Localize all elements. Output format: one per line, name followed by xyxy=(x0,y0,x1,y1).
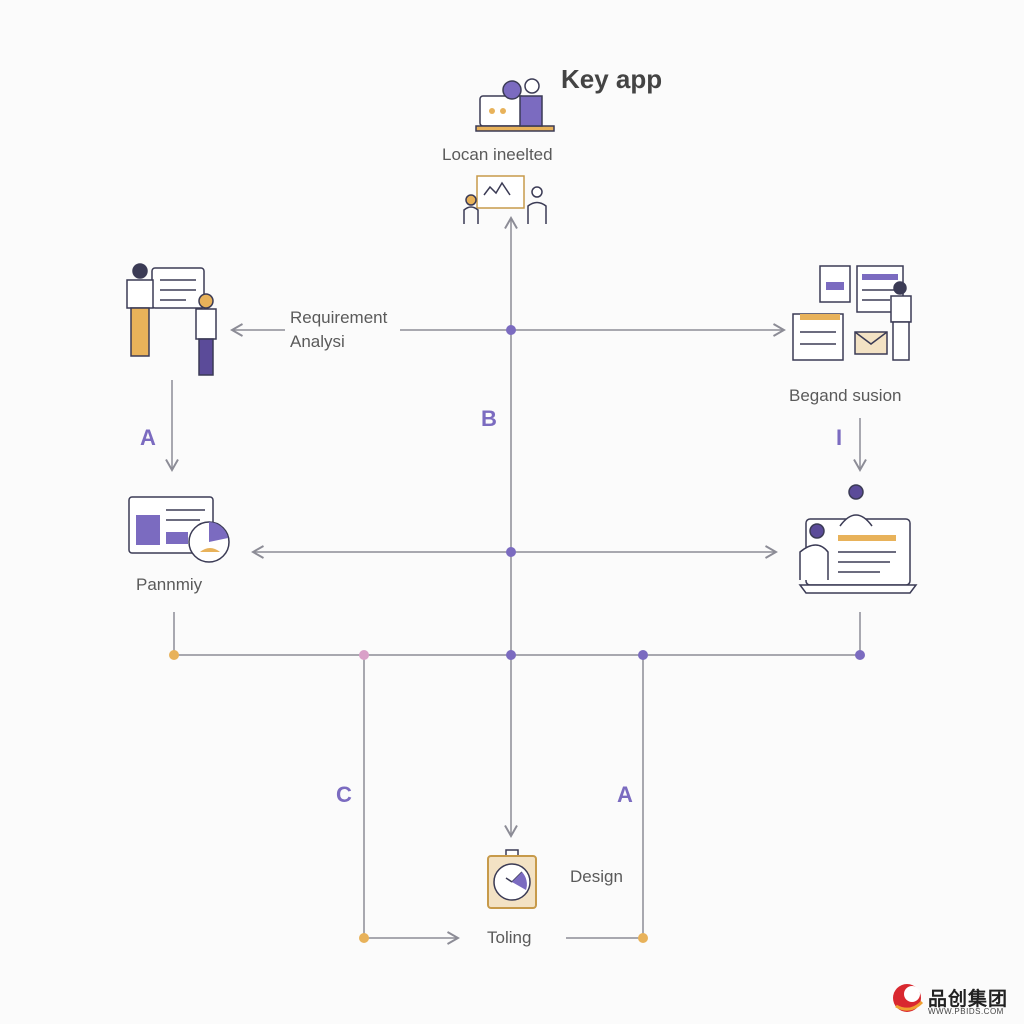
watermark-sub: WWW.PBIDS.COM xyxy=(928,1007,1004,1016)
junction-dots xyxy=(169,325,865,943)
watermark: 品创集团 WWW.PBIDS.COM xyxy=(890,982,1015,1020)
letter-left-arrow: A xyxy=(140,425,156,450)
requirement-line-1: Requirement xyxy=(290,308,388,327)
right-caption: Begand susion xyxy=(789,386,902,405)
letter-lower-right: A xyxy=(617,782,633,807)
laptop-chat-icon xyxy=(475,78,555,132)
documents-person-icon xyxy=(792,265,912,361)
design-label: Design xyxy=(570,867,623,886)
requirement-analysis-label: Requirement Analysi xyxy=(290,306,387,354)
brand-logo-icon xyxy=(893,984,924,1012)
toling-label: Toling xyxy=(487,928,532,947)
top-caption: Locan ineelted xyxy=(442,145,553,164)
chart-report-icon xyxy=(128,496,230,563)
clock-icon xyxy=(487,849,537,909)
people-discussion-icon xyxy=(126,263,217,376)
team-board-icon xyxy=(463,175,547,224)
letter-lower-left: C xyxy=(336,782,352,807)
letter-center-vertical: B xyxy=(481,406,497,431)
requirement-line-2: Analysi xyxy=(290,332,345,351)
watermark-main: 品创集团 xyxy=(928,989,1009,1010)
team-laptop-icon xyxy=(798,484,918,594)
left-caption: Pannmiy xyxy=(136,575,203,594)
letter-right-arrow: I xyxy=(836,425,843,450)
diagram-title: Key app xyxy=(561,64,663,94)
